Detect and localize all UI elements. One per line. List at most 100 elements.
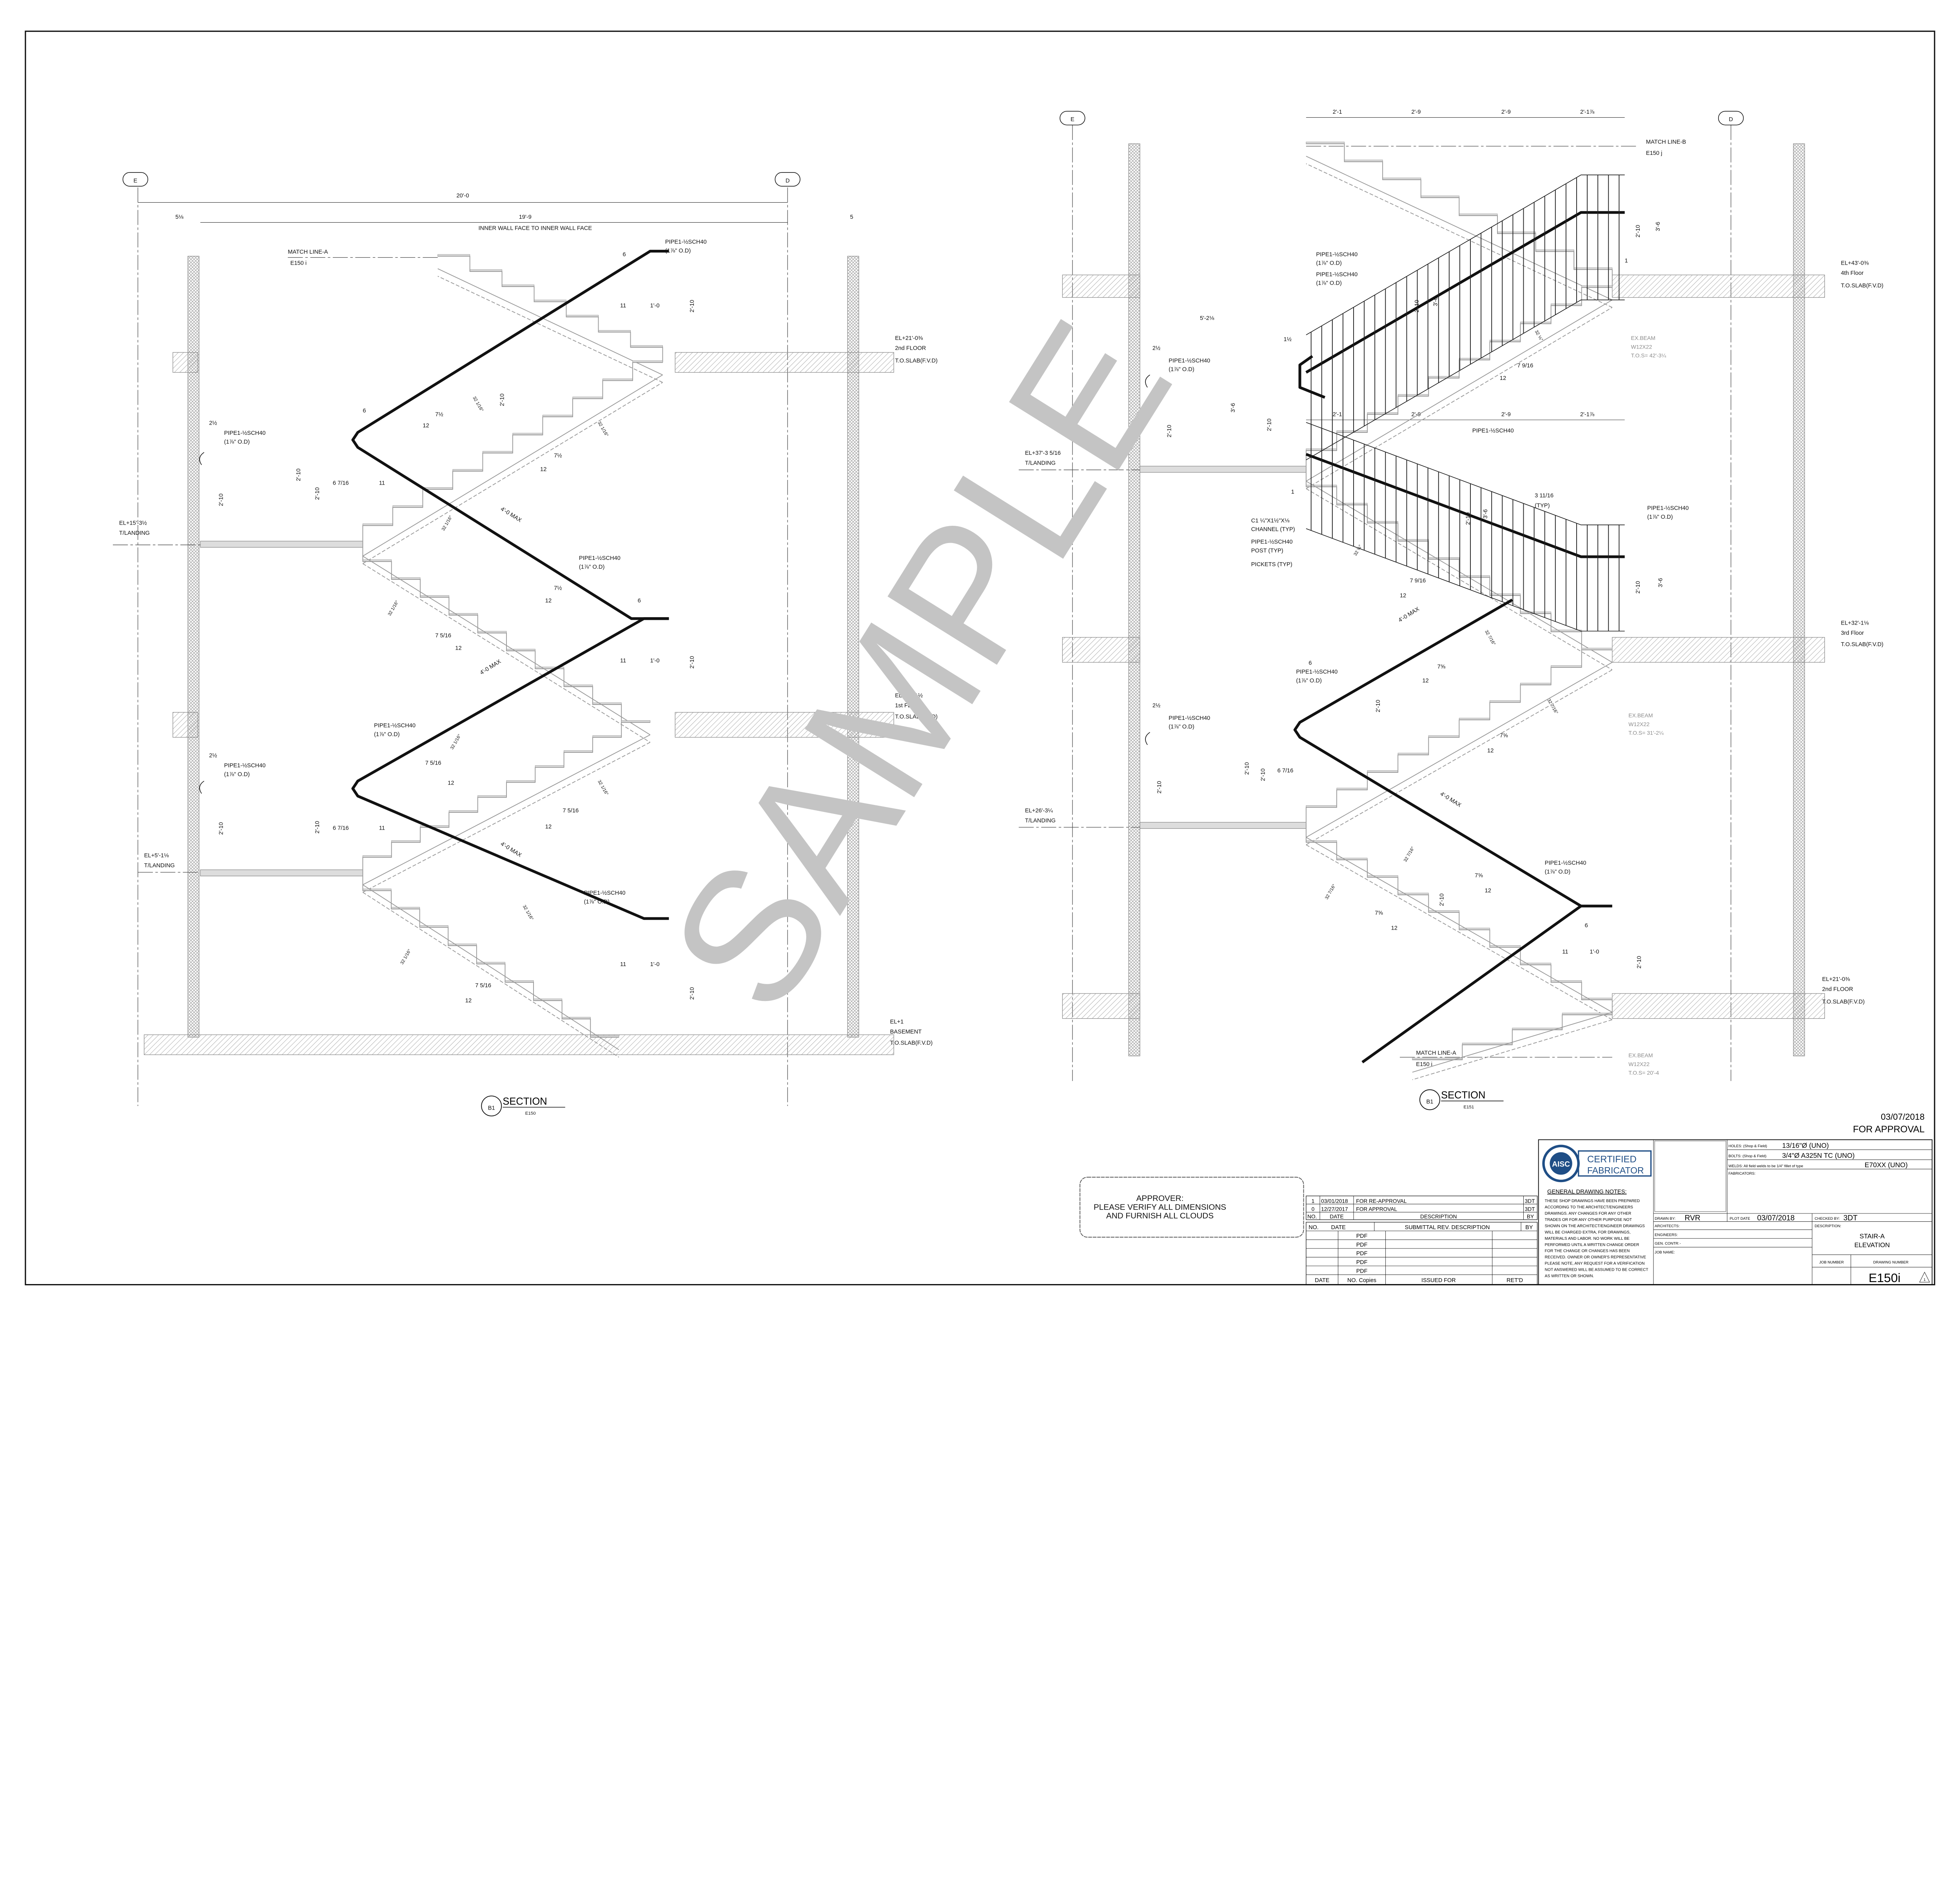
dim-rail-height: 2'-10 [689, 987, 695, 1000]
stair-flight [1306, 142, 1613, 308]
svg-text:(TYP): (TYP) [1535, 503, 1550, 509]
handrail-bottom-flight [1361, 905, 1582, 1064]
svg-text:WELDS: All field welds to be 1: WELDS: All field welds to be 1/4" fillet… [1728, 1164, 1803, 1168]
svg-text:E: E [133, 178, 137, 184]
svg-text:SECTION: SECTION [503, 1096, 547, 1107]
svg-text:4'-0 MAX: 4'-0 MAX [499, 841, 523, 858]
dim-inner: 19'-9 [519, 214, 532, 220]
svg-text:12: 12 [545, 598, 552, 604]
stair-flight [362, 360, 663, 564]
svg-text:EL+26'-3¼: EL+26'-3¼ [1025, 808, 1053, 814]
svg-text:FOR RE-APPROVAL: FOR RE-APPROVAL [1356, 1198, 1406, 1204]
svg-text:AISC: AISC [1552, 1160, 1570, 1168]
wall-rail-connector [1298, 355, 1326, 399]
svg-text:CHECKED BY:: CHECKED BY: [1815, 1217, 1840, 1221]
svg-text:12: 12 [1391, 925, 1397, 931]
svg-text:EL+1: EL+1 [890, 1019, 904, 1025]
stair-nosing-line [1305, 825, 1612, 1000]
dim-rail-height: 2'-10 [499, 394, 506, 406]
svg-text:-: - [1680, 1242, 1681, 1246]
elevation-landing-upper: EL+15'-3½ T/LANDING [113, 520, 201, 545]
svg-text:T/LANDING: T/LANDING [1025, 817, 1056, 824]
pipe-callout: PIPE1-½SCH40(1⅞" O.D) [665, 239, 707, 254]
elevation-basement: EL+1 BASEMENT T.O.SLAB(F.V.D) [890, 1019, 933, 1046]
svg-text:(1⅞" O.D): (1⅞" O.D) [1169, 724, 1194, 730]
svg-text:4'-0 MAX: 4'-0 MAX [1439, 791, 1462, 808]
elevation-landing-lower: EL+26'-3¼ T/LANDING [1018, 808, 1140, 828]
svg-text:D: D [786, 178, 790, 184]
svg-text:W12X22: W12X22 [1628, 1061, 1650, 1067]
svg-text:3DT: 3DT [1525, 1198, 1535, 1204]
svg-text:32 1/16°: 32 1/16° [450, 734, 462, 750]
slab-2nd-floor [1612, 993, 1825, 1019]
svg-text:11: 11 [620, 658, 626, 664]
svg-text:11: 11 [620, 961, 626, 968]
stair-nosing-line [1306, 143, 1613, 288]
svg-text:12: 12 [1422, 678, 1428, 684]
stair-stringer [1412, 1012, 1613, 1073]
svg-text:7 5/16: 7 5/16 [435, 633, 451, 639]
notes-title: GENERAL DRAWING NOTES: [1547, 1189, 1627, 1195]
svg-text:GEN. CONTR:: GEN. CONTR: [1655, 1242, 1679, 1246]
wall-left [187, 256, 200, 1038]
svg-text:4th Floor: 4th Floor [1841, 270, 1864, 276]
plot-date: 03/07/2018 [1757, 1214, 1795, 1222]
svg-text:7 5/16: 7 5/16 [563, 808, 579, 814]
stair-stringer [1306, 156, 1613, 300]
bolts-value: 3/4"Ø A325N TC (UNO) [1782, 1152, 1855, 1159]
pipe-callout: PIPE1-½SCH40(1⅞" O.D) [584, 890, 626, 905]
svg-text:AND FURNISH ALL CLOUDS: AND FURNISH ALL CLOUDS [1106, 1212, 1214, 1221]
svg-text:EL+15'-3½: EL+15'-3½ [119, 520, 147, 527]
svg-text:MATERIALS AND LABOR. NO WORK: MATERIALS AND LABOR. NO WORK WILL BE [1545, 1237, 1630, 1241]
drawing-sheet: E D 20'-0 19'-9 INNER WALL FACE TO INNER… [25, 31, 1935, 1286]
svg-text:B1: B1 [1426, 1099, 1433, 1105]
svg-text:2'-10: 2'-10 [1267, 419, 1273, 431]
svg-text:APPROVER:: APPROVER: [1136, 1194, 1184, 1203]
landing-lower [200, 869, 363, 876]
svg-text:C1 ¼"X1½"X⅛: C1 ¼"X1½"X⅛ [1251, 518, 1290, 524]
svg-text:2½: 2½ [209, 420, 217, 427]
svg-text:PIPE1-½SCH40: PIPE1-½SCH40 [1251, 539, 1293, 545]
svg-text:2'-1: 2'-1 [1333, 109, 1342, 115]
svg-text:D: D [1729, 116, 1733, 123]
revision-row: 1 03/01/2018 FOR RE-APPROVAL 3DT [1312, 1198, 1535, 1204]
elevation-2nd-floor: EL+21'-0⅜ 2nd FLOOR T.O.SLAB(F.V.D) [1822, 976, 1865, 1005]
svg-text:PIPE1-½SCH40: PIPE1-½SCH40 [1169, 715, 1210, 721]
general-notes: THESE SHOP DRAWINGS HAVE BEEN PREPARED A… [1545, 1199, 1648, 1278]
stair-nosing-line [362, 362, 663, 544]
pipe-callout: PIPE1-½SCH40(1⅞" O.D) [1316, 251, 1357, 266]
svg-text:2'-10: 2'-10 [1635, 581, 1641, 594]
svg-text:T.O.S= 42'-3¼: T.O.S= 42'-3¼ [1631, 352, 1666, 359]
svg-text:PIPE1-½SCH40: PIPE1-½SCH40 [584, 890, 626, 896]
svg-text:(1⅞" O.D): (1⅞" O.D) [579, 564, 604, 570]
stair-nosing-line [1305, 649, 1612, 825]
grid-bubble-d: D [1718, 111, 1744, 125]
revision-row: 0 12/27/2017 FOR APPROVAL 3DT [1312, 1206, 1535, 1212]
svg-text:PIPE1-½SCH40: PIPE1-½SCH40 [1169, 358, 1210, 364]
dim-overall: 20'-0 [456, 193, 469, 199]
svg-text:EL+5'-1⅛: EL+5'-1⅛ [144, 853, 169, 859]
guardrail-bottom-channel [1306, 528, 1625, 632]
drawn-by: RVR [1685, 1214, 1700, 1222]
svg-text:6: 6 [363, 408, 366, 414]
stair-stringer [1306, 163, 1613, 308]
submittal-table: NO. DATE SUBMITTAL REV. DESCRIPTION BY P… [1306, 1222, 1538, 1285]
svg-text:(1⅞" O.D): (1⅞" O.D) [1647, 514, 1673, 520]
svg-text:7½: 7½ [435, 411, 443, 418]
stair-stringer [362, 742, 650, 893]
svg-text:PIPE1-½SCH40: PIPE1-½SCH40 [665, 239, 707, 245]
svg-text:(1⅞" O.D): (1⅞" O.D) [1316, 260, 1341, 267]
elevation-3rd-floor: EL+32'-1⅛ 3rd Floor T.O.SLAB(F.V.D) [1841, 620, 1884, 648]
svg-text:2'-10: 2'-10 [1167, 425, 1173, 437]
svg-text:7½: 7½ [554, 585, 562, 591]
svg-text:T/LANDING: T/LANDING [119, 530, 150, 536]
elevation-4th-floor: EL+43'-0⅜ 4th Floor T.O.SLAB(F.V.D) [1841, 260, 1884, 289]
dim-rail-height: 2'-10 [314, 487, 321, 500]
svg-text:12: 12 [448, 780, 454, 787]
match-ref: E150 i [290, 260, 307, 267]
svg-text:(1⅞" O.D): (1⅞" O.D) [224, 439, 250, 445]
svg-text:1: 1 [1312, 1198, 1315, 1204]
elevation-landing-lower: EL+5'-1⅛ T/LANDING [138, 853, 201, 873]
svg-text:(1⅞" O.D): (1⅞" O.D) [1296, 678, 1321, 684]
pipe-callout: PIPE1-½SCH40(1⅞" O.D) [1647, 505, 1689, 520]
